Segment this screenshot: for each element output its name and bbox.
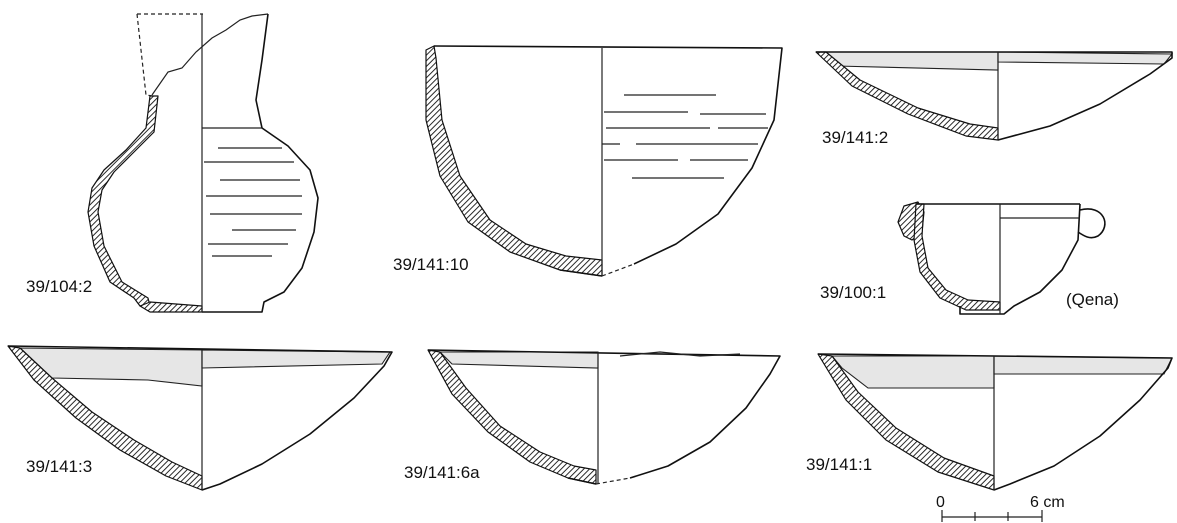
handled-cup-label: 39/100:1 (820, 283, 886, 302)
handled-cup-drawing (897, 201, 1106, 315)
scale-start-label: 0 (936, 494, 945, 511)
scale-bar (941, 510, 1043, 522)
bowl-3-drawing (7, 345, 393, 491)
provenance-note: (Qena) (1066, 290, 1119, 309)
bowl-6a-label: 39/141:6a (404, 463, 480, 482)
deep-bowl-drawing (425, 45, 783, 277)
scale-end-label: 6 cm (1030, 494, 1065, 511)
bowl-6a-drawing (427, 349, 781, 485)
bowl-1-label: 39/141:1 (806, 455, 872, 474)
bowl-1-drawing (817, 353, 1173, 491)
bowl-2-label: 39/141:2 (822, 128, 888, 147)
deep-bowl-label: 39/141:10 (393, 255, 469, 274)
bowl-2-drawing (815, 51, 1174, 141)
jar-label: 39/104:2 (26, 277, 92, 296)
jar-drawing (87, 13, 319, 313)
jar-burnish-lines (204, 147, 302, 257)
bowl-3-label: 39/141:3 (26, 457, 92, 476)
deep-bowl-burnish-lines (602, 94, 768, 179)
